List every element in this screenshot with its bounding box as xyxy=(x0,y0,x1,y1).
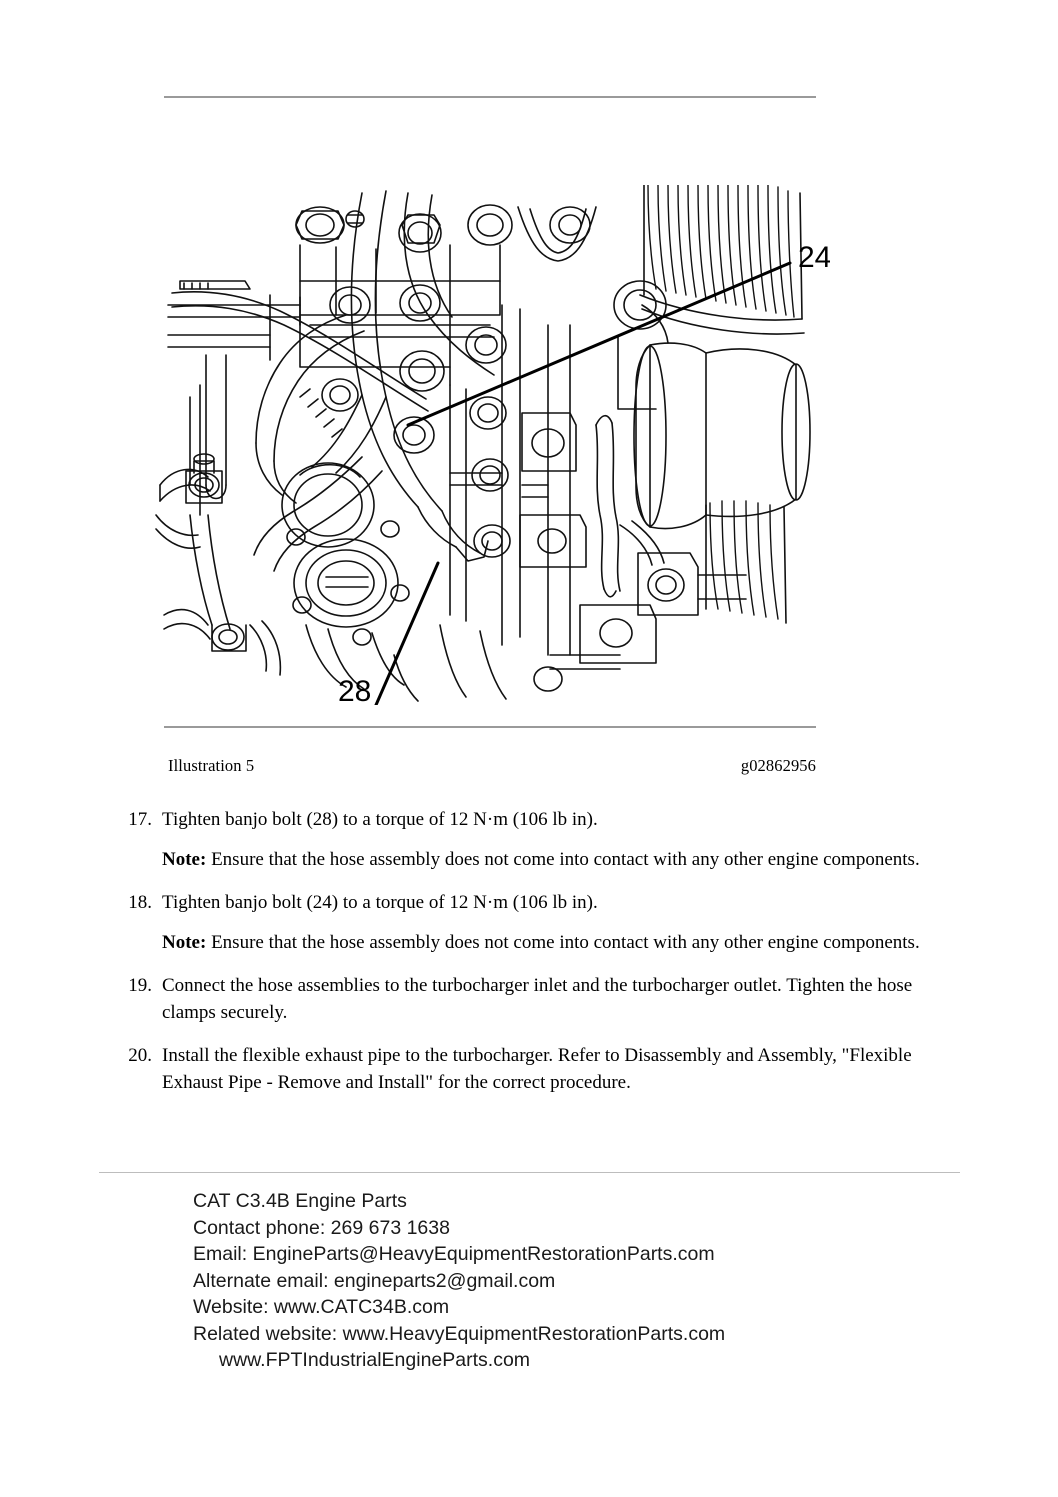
step-20-number: 20. xyxy=(128,1045,152,1066)
engine-illustration: 24 28 xyxy=(150,185,830,705)
engine-illustration-svg: 24 28 xyxy=(155,185,830,705)
step-18: 18. Tighten banjo bolt (24) to a torque … xyxy=(118,889,938,956)
footer-contact-block: CAT C3.4B Engine Parts Contact phone: 26… xyxy=(193,1188,953,1374)
note-label: Note: xyxy=(162,932,207,953)
note-text: Ensure that the hose assembly does not c… xyxy=(206,932,920,953)
step-17-note: Note: Ensure that the hose assembly does… xyxy=(162,846,938,873)
note-label: Note: xyxy=(162,849,207,870)
step-19-text: Connect the hose assemblies to the turbo… xyxy=(162,975,913,1023)
page-top-rule xyxy=(164,96,816,98)
step-20: 20. Install the flexible exhaust pipe to… xyxy=(118,1042,938,1096)
footer-phone: Contact phone: 269 673 1638 xyxy=(193,1216,450,1239)
step-17-text: Tighten banjo bolt (28) to a torque of 1… xyxy=(162,809,598,830)
illustration-bottom-rule xyxy=(164,726,816,728)
step-19: 19. Connect the hose assemblies to the t… xyxy=(118,972,938,1026)
callout-28-label: 28 xyxy=(338,675,371,705)
figure-caption: Illustration 5 g02862956 xyxy=(164,756,816,778)
step-18-number: 18. xyxy=(128,892,152,913)
footer-secondary-website: www.FPTIndustrialEngineParts.com xyxy=(219,1349,531,1371)
footer-alternate-email: Alternate email: engineparts2@gmail.com xyxy=(193,1269,556,1292)
footer-website: Website: www.CATC34B.com xyxy=(193,1296,450,1318)
step-20-text: Install the flexible exhaust pipe to the… xyxy=(162,1045,912,1093)
step-17: 17. Tighten banjo bolt (28) to a torque … xyxy=(118,806,938,873)
graphic-id: g02862956 xyxy=(740,756,816,775)
step-18-note: Note: Ensure that the hose assembly does… xyxy=(162,929,938,956)
callout-24-label: 24 xyxy=(798,241,830,274)
step-19-number: 19. xyxy=(128,975,152,996)
footer-company-name: CAT C3.4B Engine Parts xyxy=(193,1190,407,1212)
procedure-steps: 17. Tighten banjo bolt (28) to a torque … xyxy=(118,806,938,1112)
illustration-label: Illustration 5 xyxy=(168,756,255,775)
footer-rule xyxy=(99,1172,960,1173)
footer-related-website: Related website: www.HeavyEquipmentResto… xyxy=(193,1322,726,1345)
note-text: Ensure that the hose assembly does not c… xyxy=(206,849,920,870)
step-17-number: 17. xyxy=(128,809,152,830)
step-18-text: Tighten banjo bolt (24) to a torque of 1… xyxy=(162,892,598,913)
footer-email: Email: EngineParts@HeavyEquipmentRestora… xyxy=(193,1243,715,1265)
